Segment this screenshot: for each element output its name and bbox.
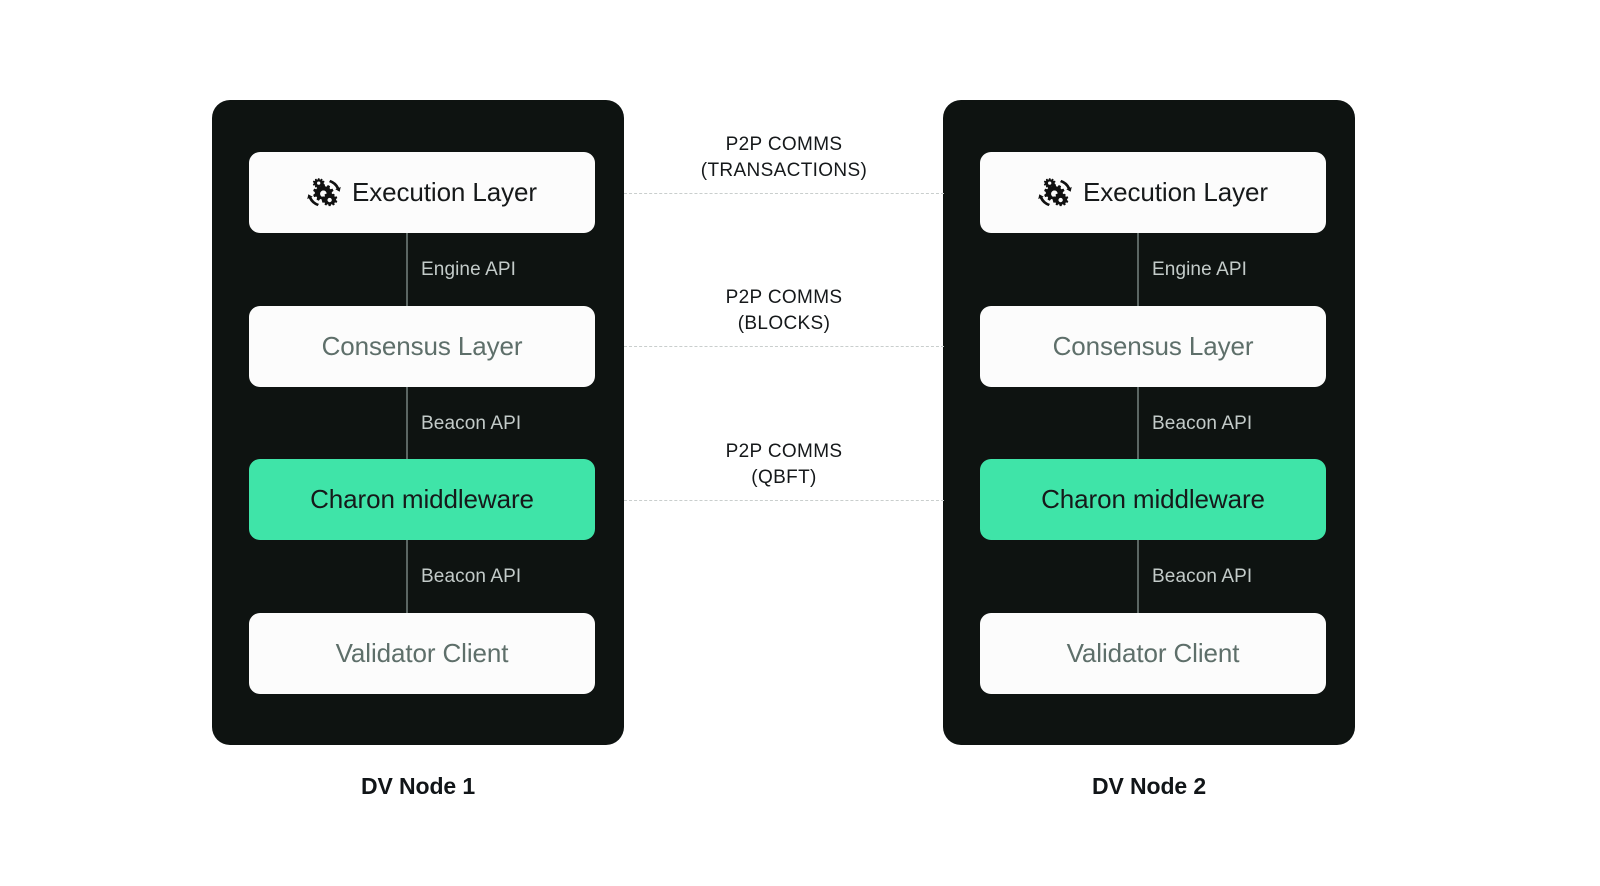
p2p-dashed-line-qbft (624, 500, 944, 501)
node-2-connector-beacon-api-upper (1137, 387, 1139, 459)
p2p-label-transactions-line2: (TRANSACTIONS) (700, 160, 868, 181)
node-2-validator-client-label: Validator Client (1066, 638, 1240, 668)
node-1-charon-middleware-box[interactable]: Charon middleware (249, 459, 595, 540)
node-1-beacon-api-label-lower: Beacon API (421, 566, 522, 587)
node-1-consensus-layer-box[interactable]: Consensus Layer (249, 306, 595, 387)
p2p-label-blocks: P2P COMMS (BLOCKS) (624, 285, 944, 337)
node-1-execution-layer-box[interactable]: Execution Layer (249, 152, 595, 233)
node-1-execution-layer-content: Execution Layer (307, 176, 537, 210)
gears-sync-icon (307, 177, 341, 206)
p2p-label-qbft-line1: P2P COMMS (725, 441, 843, 462)
p2p-label-qbft: P2P COMMS (QBFT) (624, 439, 944, 491)
node-1-validator-client-label: Validator Client (335, 638, 509, 668)
node-1-connector-beacon-api-upper (406, 387, 408, 459)
p2p-dashed-line-blocks (624, 346, 944, 347)
node-1-validator-client-box[interactable]: Validator Client (249, 613, 595, 694)
node-2-layer-stack: Execution Layer Consensus Layer Charon m… (980, 152, 1326, 694)
dv-node-1-caption: DV Node 1 (360, 773, 476, 799)
node-2-consensus-layer-box[interactable]: Consensus Layer (980, 306, 1326, 387)
node-2-engine-api-label: Engine API (1152, 259, 1248, 280)
node-1-beacon-api-label-upper: Beacon API (421, 413, 522, 434)
node-2-consensus-layer-label: Consensus Layer (1052, 331, 1254, 361)
p2p-dashed-line-transactions (624, 193, 944, 194)
node-2-execution-layer-label: Execution Layer (1083, 177, 1268, 207)
node-1-engine-api-label: Engine API (421, 259, 517, 280)
node-2-connector-beacon-api-lower (1137, 540, 1139, 613)
node-1-layer-stack: Execution Layer Consensus Layer Charon m… (249, 152, 595, 694)
node-1-execution-layer-label: Execution Layer (352, 177, 537, 207)
node-1-consensus-layer-label: Consensus Layer (321, 331, 523, 361)
dv-node-panel-1: Execution Layer Consensus Layer Charon m… (212, 100, 624, 745)
node-2-charon-middleware-label: Charon middleware (1041, 484, 1265, 514)
p2p-label-blocks-line2: (BLOCKS) (737, 313, 831, 334)
node-1-connector-beacon-api-lower (406, 540, 408, 613)
gears-sync-icon (1038, 177, 1072, 206)
dv-node-panel-2: Execution Layer Consensus Layer Charon m… (943, 100, 1355, 745)
node-1-charon-middleware-label: Charon middleware (310, 484, 534, 514)
dv-node-2-caption: DV Node 2 (1091, 773, 1207, 799)
p2p-label-transactions-line1: P2P COMMS (725, 134, 843, 155)
node-2-beacon-api-label-lower: Beacon API (1152, 566, 1253, 587)
p2p-label-qbft-line2: (QBFT) (751, 467, 817, 488)
node-2-connector-engine-api (1137, 233, 1139, 306)
node-1-connector-engine-api (406, 233, 408, 306)
node-2-charon-middleware-box[interactable]: Charon middleware (980, 459, 1326, 540)
node-2-validator-client-box[interactable]: Validator Client (980, 613, 1326, 694)
node-2-execution-layer-content: Execution Layer (1038, 176, 1268, 210)
node-2-execution-layer-box[interactable]: Execution Layer (980, 152, 1326, 233)
p2p-label-transactions: P2P COMMS (TRANSACTIONS) (624, 132, 944, 184)
node-2-beacon-api-label-upper: Beacon API (1152, 413, 1253, 434)
p2p-label-blocks-line1: P2P COMMS (725, 287, 843, 308)
